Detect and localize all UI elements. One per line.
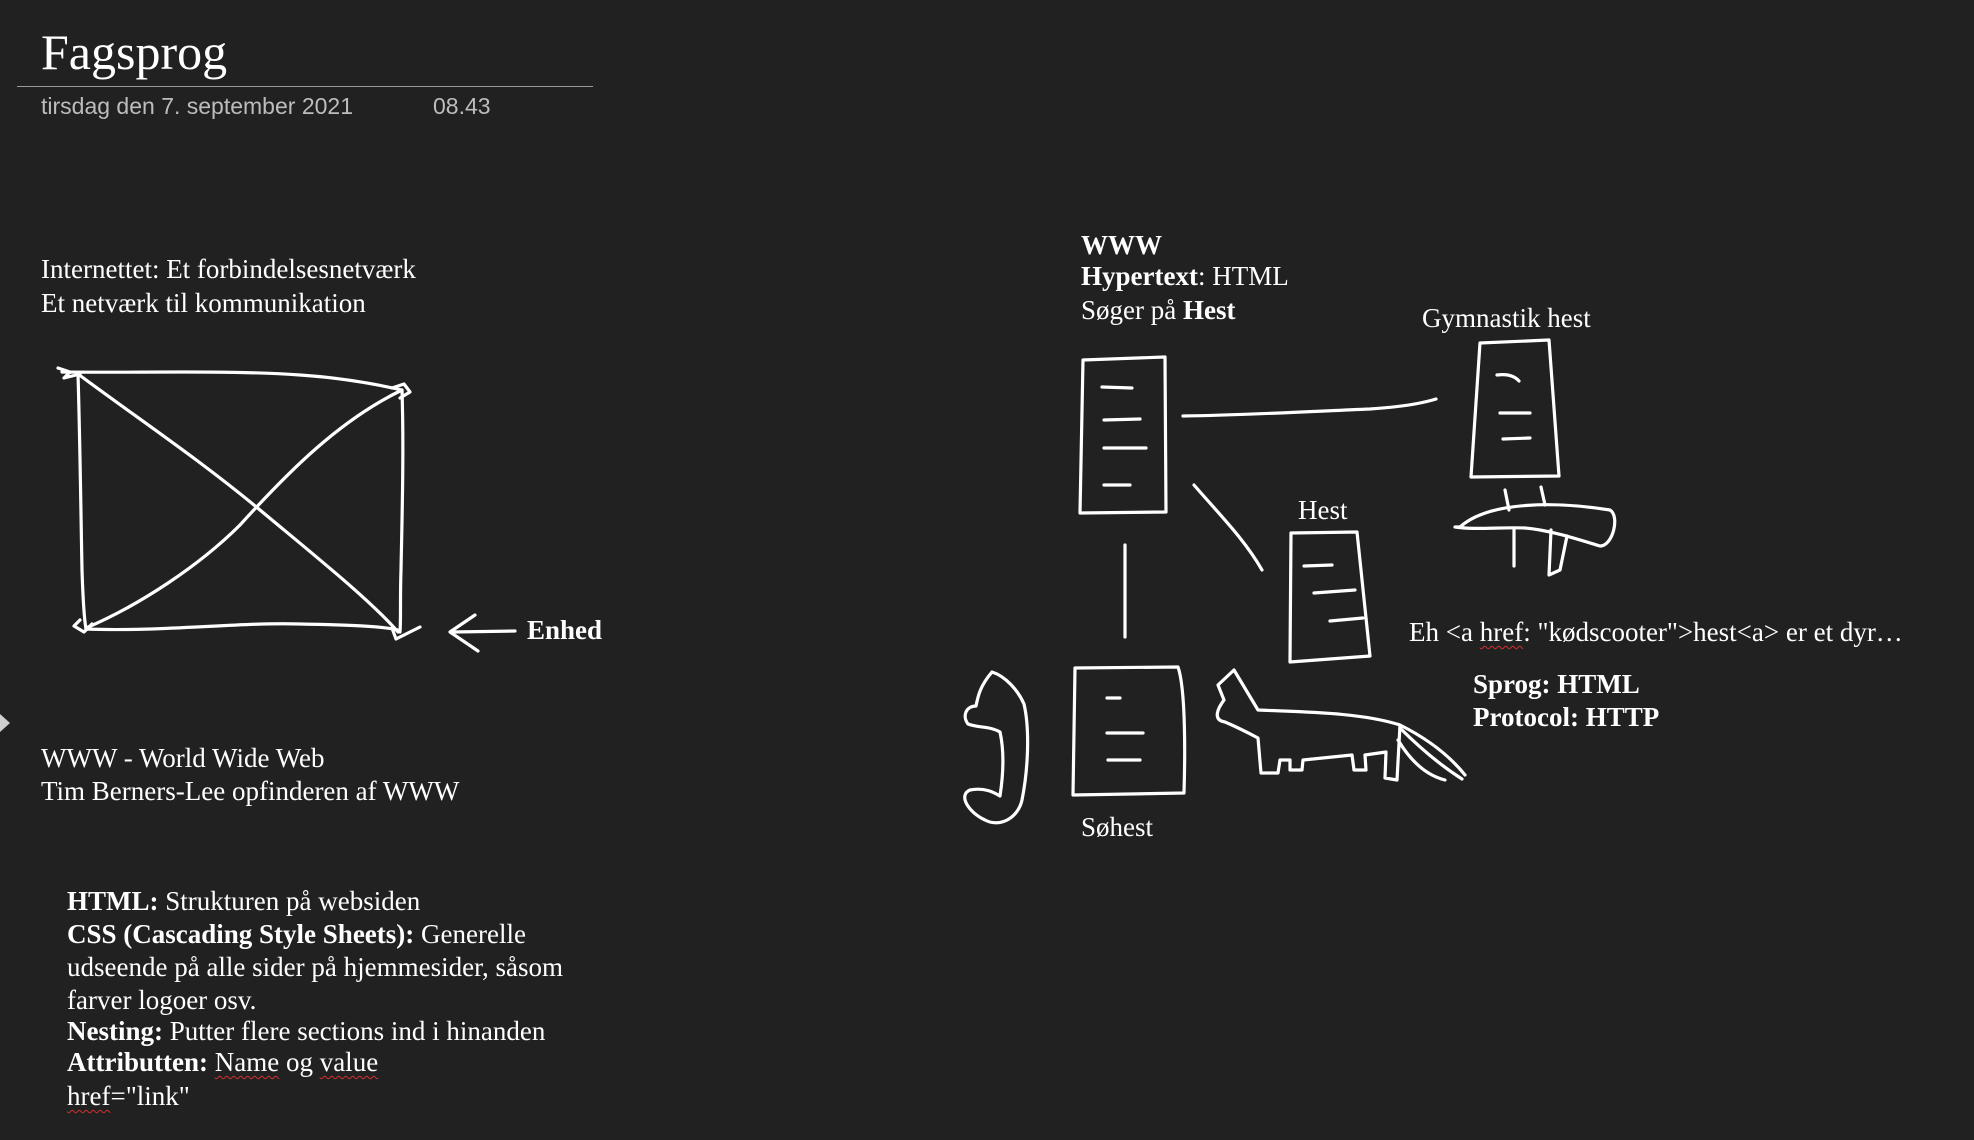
- title-divider: [17, 86, 593, 87]
- protocol-line[interactable]: Protocol: HTTP: [1473, 702, 1660, 732]
- document-hest-drawing: [1288, 530, 1372, 664]
- link-line-gymnastik: [1181, 397, 1438, 418]
- link-line-hest: [1192, 483, 1264, 572]
- def-attr-og: og: [279, 1047, 320, 1077]
- hypertext-heading[interactable]: WWW: [1081, 230, 1162, 260]
- page-time: 08.43: [433, 93, 491, 119]
- def-attr-name: Name: [214, 1047, 280, 1077]
- seahorse-drawing: [963, 670, 1030, 825]
- hypertext-line[interactable]: Hypertext: HTML: [1081, 260, 1289, 293]
- def-css-text2[interactable]: udseende på alle sider på hjemmesider, s…: [67, 952, 564, 982]
- search-text: Søger på: [1081, 295, 1183, 325]
- def-html-text: Strukturen på websiden: [158, 886, 421, 916]
- document-sohest-drawing: [1071, 665, 1187, 797]
- search-line[interactable]: Søger på Hest: [1081, 294, 1235, 327]
- def-href[interactable]: href="link": [67, 1080, 190, 1113]
- example-pre: Eh <a: [1409, 617, 1480, 647]
- label-gymnastik-hest[interactable]: Gymnastik hest: [1422, 303, 1591, 333]
- www-line1[interactable]: WWW - World Wide Web: [41, 743, 325, 773]
- sprog-line[interactable]: Sprog: HTML: [1473, 669, 1640, 699]
- def-attr-value: value: [319, 1047, 379, 1077]
- def-attribute[interactable]: Attributten: Name og value: [67, 1046, 378, 1079]
- document-gymnastik-drawing: [1469, 338, 1561, 479]
- hypertext-term: Hypertext: [1081, 261, 1198, 291]
- def-nesting-text: Putter flere sections ind i hinanden: [163, 1016, 546, 1046]
- page-date: tirsdag den 7. september 2021: [41, 93, 353, 119]
- gymnastik-horse-drawing: [1453, 485, 1617, 577]
- arrow-left-icon: [448, 613, 517, 653]
- device-label[interactable]: Enhed: [527, 615, 603, 645]
- www-line2[interactable]: Tim Berners-Lee opfinderen af WWW: [41, 776, 460, 806]
- def-nesting-term: Nesting:: [67, 1016, 163, 1046]
- page-title[interactable]: Fagsprog: [41, 24, 228, 80]
- def-css[interactable]: CSS (Cascading Style Sheets): Generelle: [67, 918, 526, 951]
- horse-drawing: [1215, 668, 1467, 782]
- def-html-term: HTML:: [67, 886, 159, 916]
- hypertext-text: : HTML: [1197, 261, 1289, 291]
- example-anchor[interactable]: Eh <a href: "kødscooter">hest<a> er et d…: [1409, 616, 1903, 649]
- def-html[interactable]: HTML: Strukturen på websiden: [67, 885, 420, 918]
- def-css-text3[interactable]: farver logoer osv.: [67, 985, 257, 1015]
- def-css-text1: Generelle: [414, 919, 526, 949]
- def-href-word: href: [67, 1081, 111, 1111]
- def-attr-term: Attributten:: [67, 1047, 208, 1077]
- internet-line1[interactable]: Internettet: Et forbindelsesnetværk: [41, 254, 416, 284]
- document-main-drawing: [1078, 355, 1168, 515]
- def-css-term: CSS (Cascading Style Sheets):: [67, 919, 415, 949]
- example-post: : "kødscooter">hest<a> er et dyr…: [1523, 617, 1903, 647]
- example-href: href: [1479, 617, 1524, 647]
- network-diagram-drawing: [56, 366, 422, 641]
- internet-line2[interactable]: Et netværk til kommunikation: [41, 288, 366, 318]
- label-hest[interactable]: Hest: [1298, 495, 1348, 525]
- label-sohest[interactable]: Søhest: [1081, 812, 1154, 842]
- def-href-rest: ="link": [110, 1081, 190, 1111]
- search-term: Hest: [1182, 295, 1236, 325]
- expand-caret-icon[interactable]: [0, 714, 10, 732]
- def-nesting[interactable]: Nesting: Putter flere sections ind i hin…: [67, 1015, 545, 1048]
